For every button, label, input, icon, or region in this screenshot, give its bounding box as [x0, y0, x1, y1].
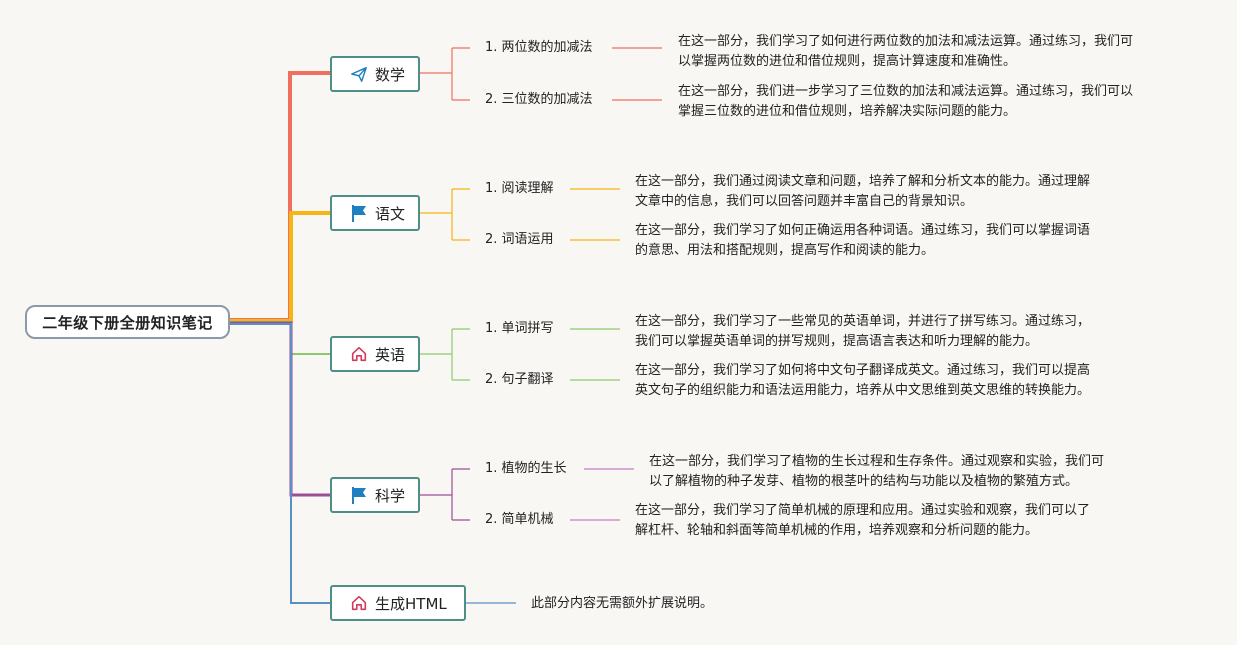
- subject-node-english[interactable]: 英语: [330, 336, 420, 372]
- connector-math-topics: [420, 47, 470, 101]
- subject-node-science[interactable]: 科学: [330, 477, 420, 513]
- subject-label: 语文: [375, 204, 406, 223]
- home-icon: [349, 593, 369, 613]
- subject-label: 生成HTML: [375, 594, 447, 613]
- connector-root-science: [230, 321, 330, 497]
- description-science-2: 在这一部分，我们学习了简单机械的原理和应用。通过实验和观察，我们可以了 解杠杆、…: [635, 503, 1091, 538]
- paper-plane-icon: [349, 64, 369, 84]
- subject-node-math[interactable]: 数学: [330, 56, 420, 92]
- topic-science-2[interactable]: 2. 简单机械: [485, 512, 554, 527]
- description-english-2: 在这一部分，我们学习了如何将中文句子翻译成英文。通过练习，我们可以提高 英文句子…: [635, 363, 1091, 398]
- description-english-1: 在这一部分，我们学习了一些常见的英语单词，并进行了拼写练习。通过练习， 我们可以…: [635, 314, 1091, 349]
- description-chinese-1: 在这一部分，我们通过阅读文章和问题，培养了解和分析文本的能力。通过理解 文章中的…: [635, 174, 1091, 209]
- description-math-1: 在这一部分，我们学习了如何进行两位数的加法和减法运算。通过练习，我们可 以掌握两…: [678, 34, 1134, 69]
- topic-chinese-1[interactable]: 1. 阅读理解: [485, 181, 554, 196]
- connector-english-topics: [420, 328, 470, 381]
- topic-math-1[interactable]: 1. 两位数的加减法: [485, 40, 593, 55]
- flag-icon: [349, 203, 369, 223]
- topic-english-1[interactable]: 1. 单词拼写: [485, 321, 554, 336]
- connector-science-topics: [420, 468, 470, 521]
- subject-label: 数学: [375, 65, 406, 84]
- connector-root-math: [230, 71, 330, 322]
- description-math-2: 在这一部分，我们进一步学习了三位数的加法和减法运算。通过练习，我们可以 掌握三位…: [678, 84, 1134, 119]
- subject-label: 科学: [375, 486, 406, 505]
- topic-math-2[interactable]: 2. 三位数的加减法: [485, 92, 593, 107]
- topic-science-1[interactable]: 1. 植物的生长: [485, 461, 567, 476]
- subject-node-generate-html[interactable]: 生成HTML: [330, 585, 466, 621]
- subject-node-chinese[interactable]: 语文: [330, 195, 420, 231]
- topic-english-2[interactable]: 2. 句子翻译: [485, 372, 554, 387]
- connector-root-chinese: [230, 211, 330, 323]
- description-chinese-2: 在这一部分，我们学习了如何正确运用各种词语。通过练习，我们可以掌握词语 的意思、…: [635, 223, 1091, 258]
- description-generate-html: 此部分内容无需额外扩展说明。: [531, 596, 714, 611]
- connector-chinese-topics: [420, 188, 470, 241]
- root-label: 二年级下册全册知识笔记: [42, 313, 213, 332]
- topic-chinese-2[interactable]: 2. 词语运用: [485, 232, 554, 247]
- root-node[interactable]: 二年级下册全册知识笔记: [25, 305, 230, 339]
- description-science-1: 在这一部分，我们学习了植物的生长过程和生存条件。通过观察和实验，我们可 以了解植…: [649, 454, 1105, 489]
- home-icon: [349, 344, 369, 364]
- subject-label: 英语: [375, 345, 406, 364]
- connector-root-html: [230, 323, 330, 604]
- flag-icon: [349, 485, 369, 505]
- connector-root-english: [230, 321, 330, 355]
